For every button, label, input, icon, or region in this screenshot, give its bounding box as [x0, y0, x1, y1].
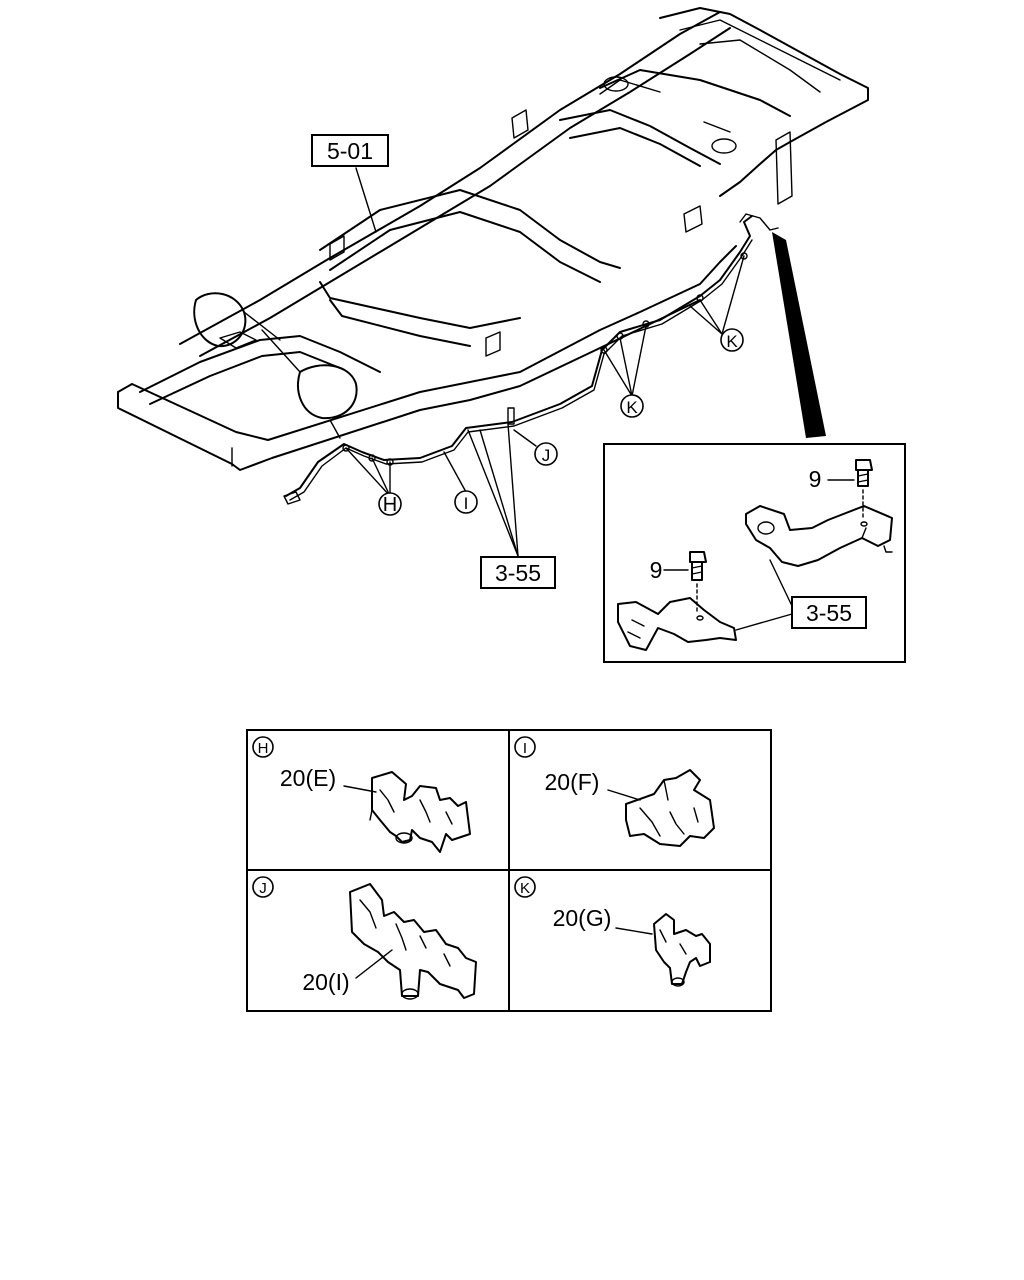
clip-panel-j-part: 20(I)	[302, 969, 349, 995]
clip-panel-k-letter: K	[520, 880, 530, 897]
clip-panel-k: K 20(G)	[514, 876, 711, 987]
upper-bolt-label: 9	[809, 466, 822, 492]
pipe-reference-label: 3-55	[495, 560, 541, 586]
marker-k-lower-label: K	[626, 398, 638, 417]
clip-i-drawing	[625, 769, 715, 847]
marker-h: H	[378, 492, 402, 516]
lower-bolt	[689, 551, 707, 613]
clip-panel-i-letter: I	[523, 740, 527, 757]
detail-arrow	[772, 232, 826, 438]
detail-pipe-reference-label: 3-55	[806, 600, 852, 626]
clip-panel-i: I 20(F)	[514, 736, 715, 847]
frame-reference-callout: 5-01	[311, 134, 389, 167]
clip-table: H 20(E) I 20(F)	[246, 729, 772, 1012]
upper-bolt	[855, 459, 873, 527]
marker-j: J	[534, 442, 558, 466]
clip-panel-h-part: 20(E)	[280, 765, 336, 791]
clip-k-drawing	[653, 913, 711, 987]
bracket-detail-inset: 9 9 3-55	[603, 443, 906, 663]
leader-lines	[345, 167, 745, 557]
pipe-reference-callout: 3-55	[480, 556, 556, 589]
clip-h-drawing	[369, 771, 471, 853]
clip-panel-h-letter: H	[258, 740, 269, 757]
marker-k-upper: K	[720, 328, 744, 352]
marker-i-label: I	[464, 494, 469, 513]
marker-i: I	[454, 490, 478, 514]
clip-panel-j-letter: J	[259, 880, 267, 897]
marker-h-label: H	[383, 494, 397, 516]
clip-j-drawing	[349, 883, 477, 1000]
clip-panel-j: J 20(I)	[252, 876, 477, 1000]
marker-k-upper-label: K	[726, 332, 738, 351]
clip-panel-h: H 20(E)	[252, 736, 471, 853]
frame-reference-label: 5-01	[327, 138, 373, 164]
clip-panel-k-part: 20(G)	[553, 905, 612, 931]
lower-bolt-label: 9	[650, 557, 663, 583]
chassis-frame-illustration	[117, 7, 869, 471]
marker-j-label: J	[542, 446, 551, 465]
clip-panel-i-part: 20(F)	[545, 769, 600, 795]
marker-k-lower: K	[620, 394, 644, 418]
